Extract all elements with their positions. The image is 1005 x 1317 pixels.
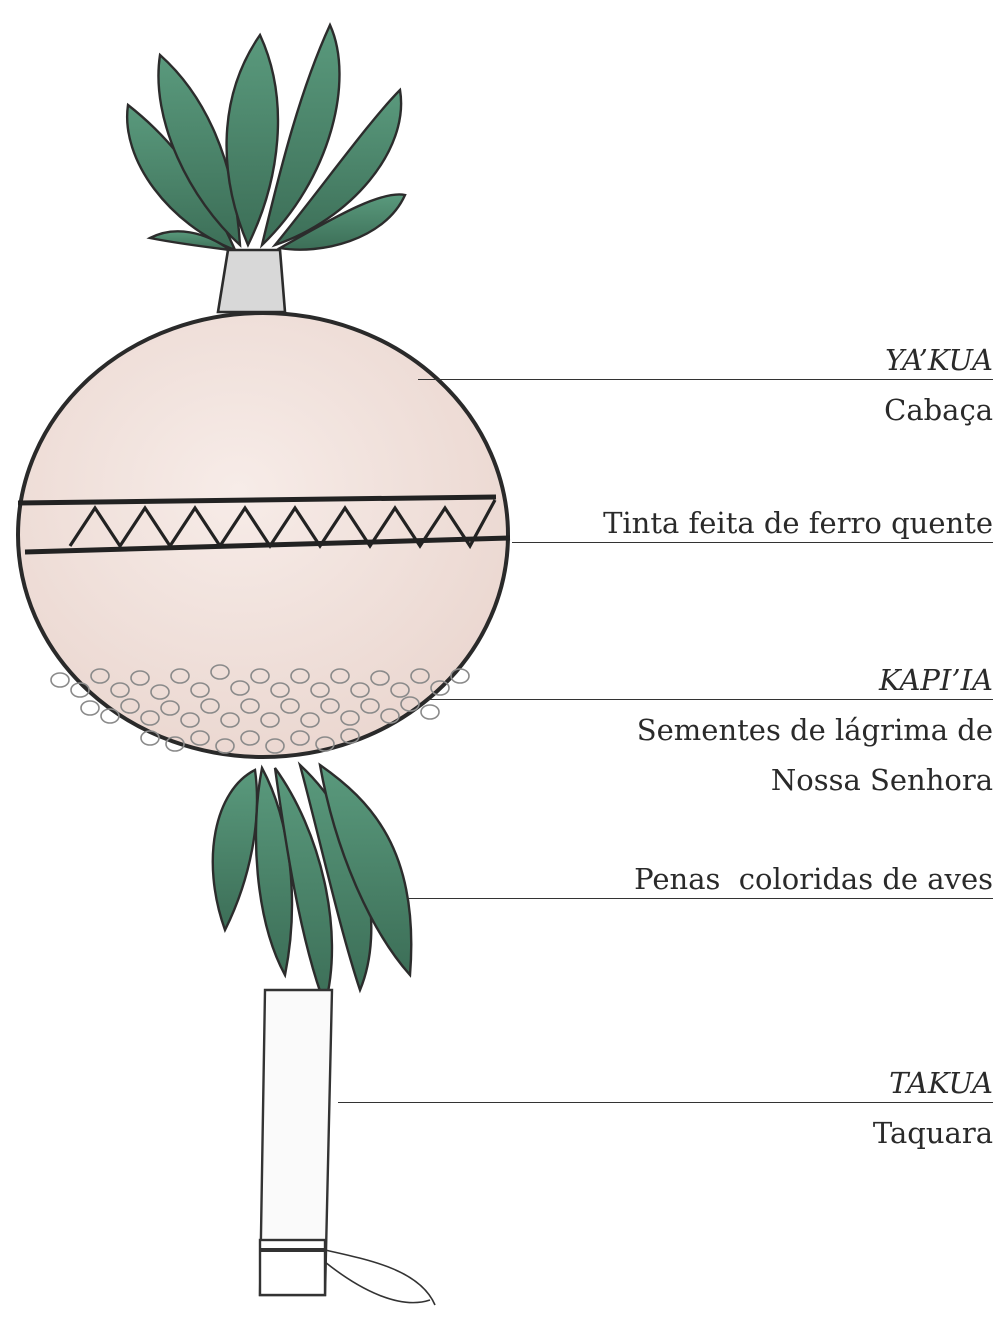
label-kapiia-meaning-line1: Sementes de lágrima de [636, 713, 993, 747]
label-kapiia-meaning-line2: Nossa Senhora [770, 763, 993, 797]
top-feathers [125, 22, 407, 253]
label-takua-meaning: Taquara [872, 1116, 993, 1150]
leader-tinta [512, 542, 993, 543]
leader-penas [408, 898, 993, 899]
label-tinta: Tinta feita de ferro quente [603, 506, 993, 540]
label-yakua-term: YA’KUA [885, 343, 993, 377]
zigzag-band [17, 494, 511, 555]
gourd-neck [216, 248, 287, 314]
label-penas: Penas coloridas de aves [634, 862, 993, 896]
label-takua-term: TAKUA [889, 1066, 993, 1100]
label-kapiia-term: KAPI’IA [878, 663, 993, 697]
takua-stick [258, 988, 436, 1306]
leader-kapiia [428, 699, 993, 700]
seed-cluster [50, 664, 470, 754]
leader-takua [338, 1102, 993, 1103]
label-yakua-meaning: Cabaça [884, 393, 993, 427]
leader-yakua [418, 379, 993, 380]
bottom-feathers [211, 761, 413, 1009]
